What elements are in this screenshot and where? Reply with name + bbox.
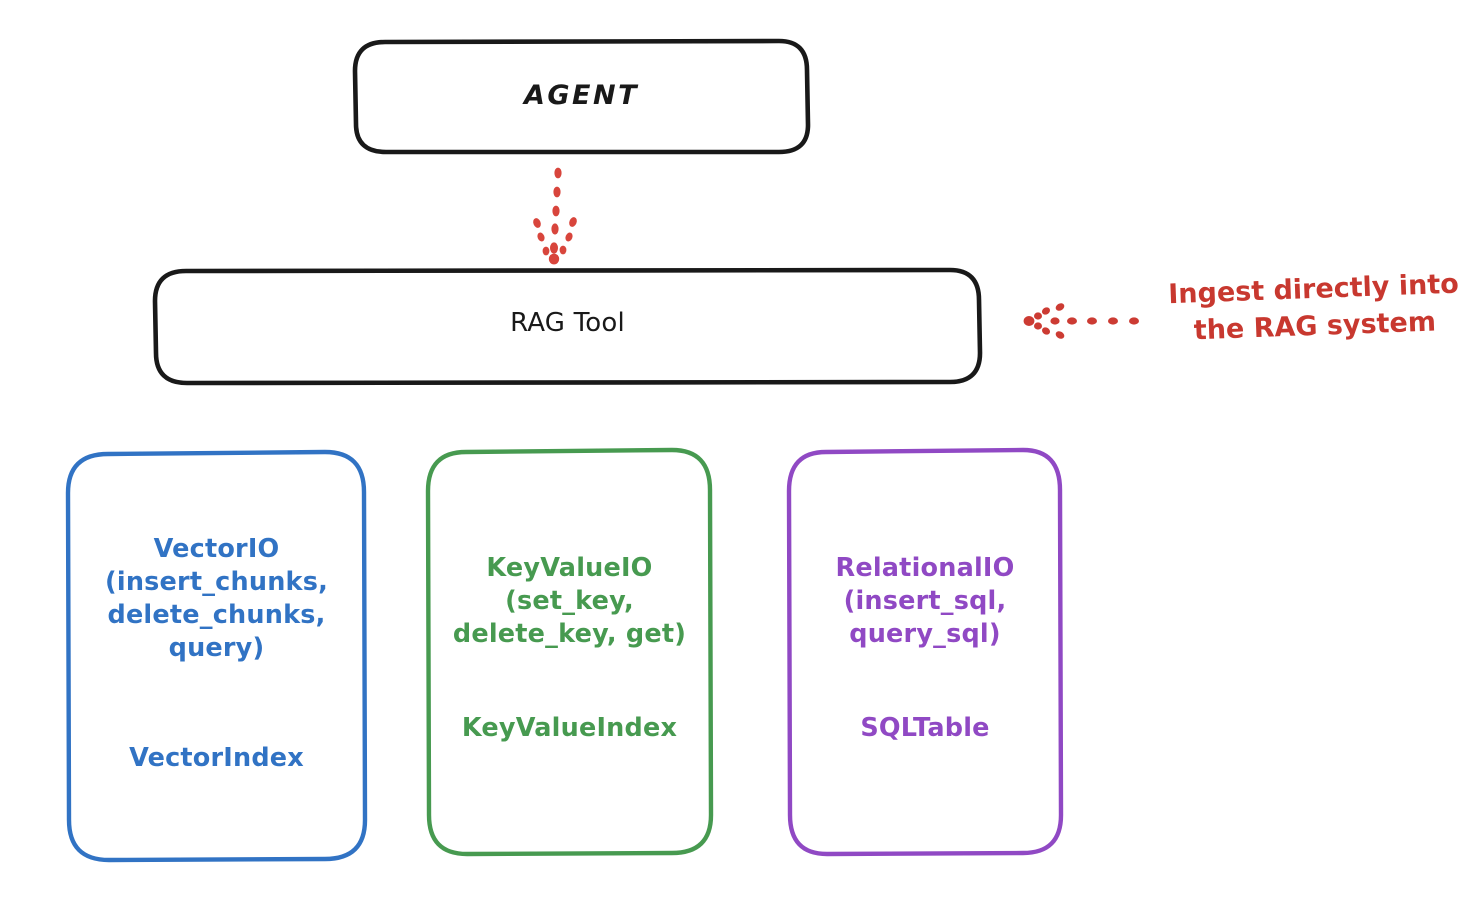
- relational-io-box-outline: [786, 447, 1064, 857]
- rag-tool-box-outline: [152, 267, 983, 386]
- ingest-annotation-text: Ingest directly into the RAG system: [1167, 268, 1460, 347]
- vector-io-box-outline: [65, 449, 368, 863]
- agent-to-rag-arrow: [533, 167, 577, 265]
- ingest-note-arrow: [1023, 303, 1139, 339]
- agent-box-outline: [352, 38, 811, 155]
- key-value-io-box-outline: [425, 447, 714, 857]
